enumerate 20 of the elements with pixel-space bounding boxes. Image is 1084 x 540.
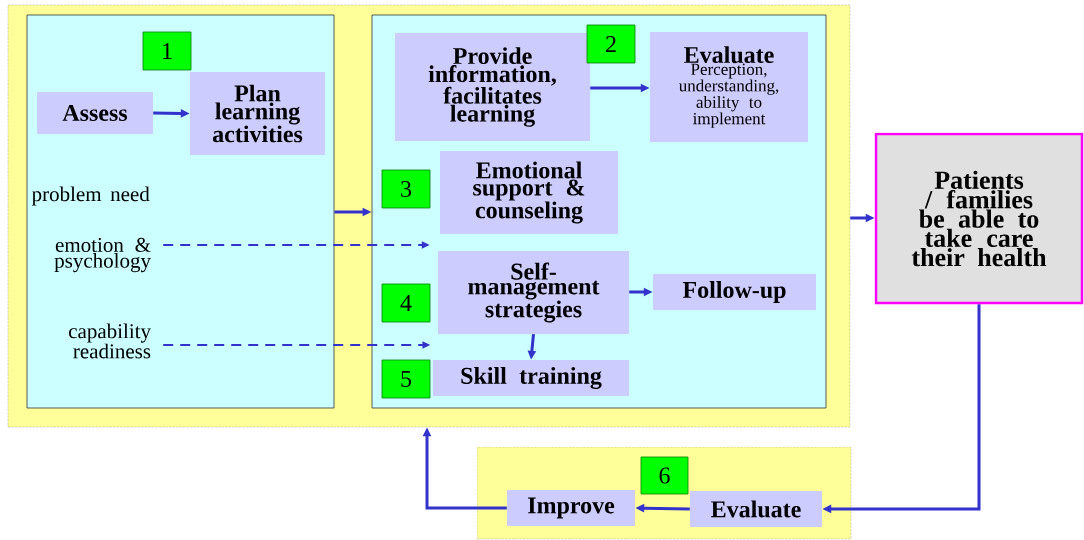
step-box: Provide information, facilitates learning (395, 33, 590, 141)
step-box: Plan learning activities (190, 72, 325, 155)
number-box: 1 (142, 31, 192, 71)
side-text: emotion & psychology (54, 237, 151, 273)
number-box: 3 (381, 169, 431, 209)
number-box: 2 (586, 24, 636, 64)
step-box: Emotional support & counseling (440, 151, 618, 234)
number-box: 6 (640, 456, 689, 495)
step-box: Follow-up (653, 274, 816, 310)
number-box: 4 (381, 283, 431, 323)
side-text: problem need (31, 186, 150, 206)
step-box: Skill training (433, 360, 629, 396)
step-box: Assess (37, 92, 153, 134)
step-box: Evaluate Perception, understanding, ability to implement (650, 32, 808, 142)
step-box: Improve (507, 490, 635, 526)
side-text: capability readiness (69, 323, 151, 359)
step-box: Self-management strategies (438, 251, 629, 334)
number-box: 5 (381, 359, 431, 399)
goal-box: Patients / families be able to take care their health (874, 132, 1084, 305)
step-box: Evaluate (690, 491, 822, 527)
